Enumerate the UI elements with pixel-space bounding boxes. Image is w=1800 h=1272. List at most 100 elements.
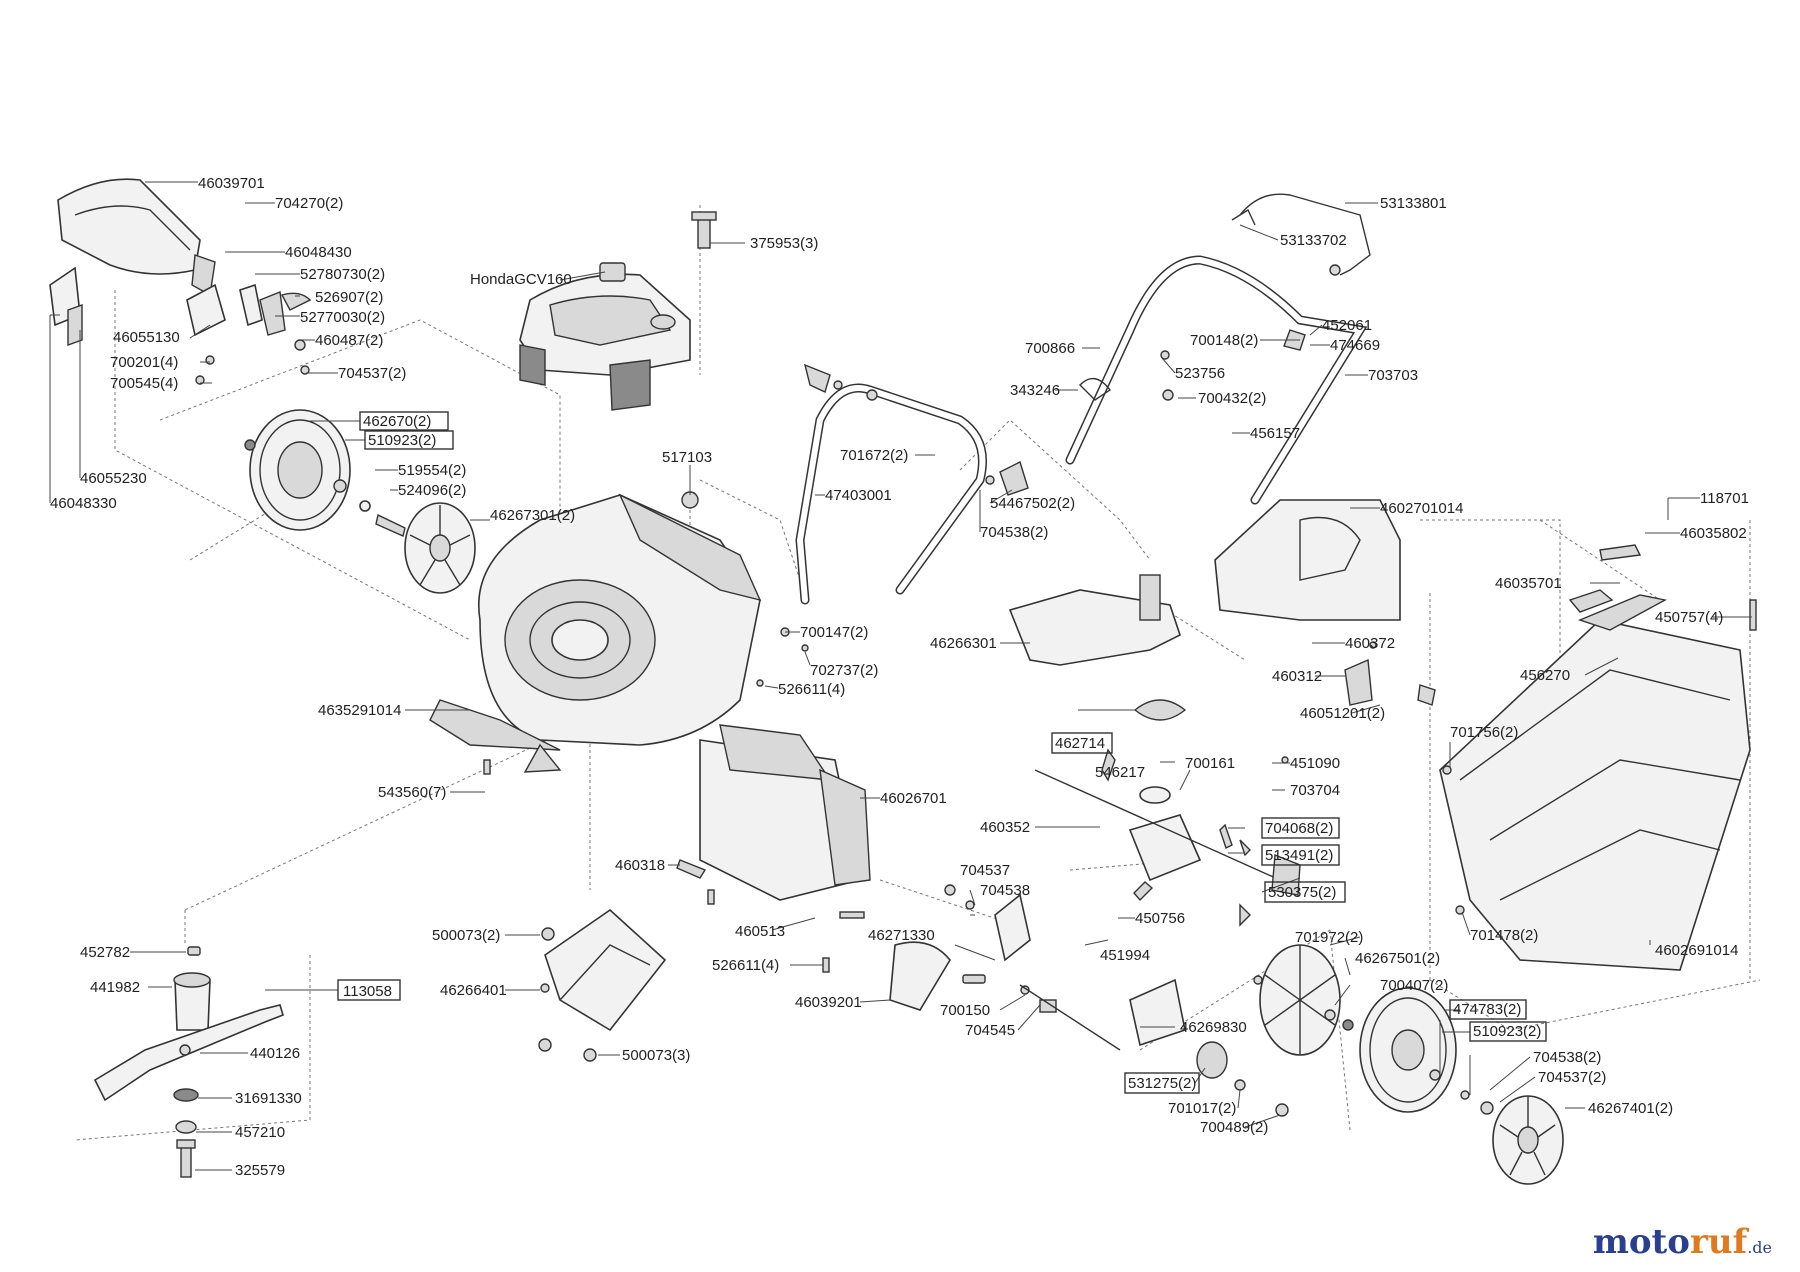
label-500073-b: 500073(3) — [622, 1047, 690, 1064]
label-462714: 462714 — [1055, 735, 1105, 752]
drive-belt — [1133, 699, 1187, 721]
label-519554: 519554(2) — [398, 462, 466, 479]
label-46035802: 46035802 — [1680, 525, 1747, 542]
label-704537-c: 704537(2) — [1538, 1069, 1606, 1086]
label-47403001: 47403001 — [825, 487, 892, 504]
label-452782: 452782 — [80, 944, 130, 961]
label-700150: 700150 — [940, 1002, 990, 1019]
logo-part-moto: moto — [1592, 1222, 1690, 1262]
leader-lines — [49, 181, 1752, 1171]
label-543560: 543560(7) — [378, 784, 446, 801]
mulch-plug — [544, 908, 667, 1032]
label-546217: 546217 — [1095, 764, 1145, 781]
label-704270: 704270(2) — [275, 195, 343, 212]
label-46051201: 46051201(2) — [1300, 705, 1385, 722]
label-700407: 700407(2) — [1380, 977, 1448, 994]
label-460312: 460312 — [1272, 668, 1322, 685]
label-4602701014: 4602701014 — [1380, 500, 1463, 517]
drive-bracket — [994, 893, 1031, 962]
label-440126: 440126 — [250, 1045, 300, 1062]
label-46055130: 46055130 — [113, 329, 180, 346]
grass-catcher — [1439, 619, 1751, 971]
label-31691330: 31691330 — [235, 1090, 302, 1107]
label-460487: 460487(2) — [315, 332, 383, 349]
label-46026701: 46026701 — [880, 790, 947, 807]
label-703703: 703703 — [1368, 367, 1418, 384]
label-46266401: 46266401 — [440, 982, 507, 999]
label-524096: 524096(2) — [398, 482, 466, 499]
label-700161: 700161 — [1185, 755, 1235, 772]
label-700148: 700148(2) — [1190, 332, 1258, 349]
label-700147: 700147(2) — [800, 624, 868, 641]
label-460318: 460318 — [615, 857, 665, 874]
discharge-chute — [1008, 589, 1181, 666]
label-46266301: 46266301 — [930, 635, 997, 652]
label-526611-a: 526611(4) — [778, 681, 845, 698]
label-701972: 701972(2) — [1295, 929, 1363, 946]
label-510923-b: 510923(2) — [1473, 1023, 1541, 1040]
label-46267401: 46267401(2) — [1588, 1100, 1673, 1117]
label-450756: 450756 — [1135, 910, 1185, 927]
label-54467502: 54467502(2) — [990, 495, 1075, 512]
label-462670: 462670(2) — [363, 413, 431, 430]
logo-part-ruf: ruf — [1689, 1222, 1748, 1262]
label-53133702: 53133702 — [1280, 232, 1347, 249]
label-4602691014: 4602691014 — [1655, 942, 1738, 959]
label-46039201: 46039201 — [795, 994, 862, 1011]
label-530375: 530375(2) — [1268, 884, 1336, 901]
grass-box-lid — [1214, 499, 1401, 621]
label-456270: 456270 — [1520, 667, 1570, 684]
label-460372: 460372 — [1345, 635, 1395, 652]
part-number-labels: 46039701 704270(2) 46048430 52780730(2) … — [50, 175, 1749, 1179]
label-452061: 452061 — [1322, 317, 1372, 334]
rear-flap-shape — [57, 178, 201, 275]
label-704537-a: 704537(2) — [338, 365, 406, 382]
label-517103: 517103 — [662, 449, 712, 466]
label-460513: 460513 — [735, 923, 785, 940]
label-457210: 457210 — [235, 1124, 285, 1141]
label-53133801: 53133801 — [1380, 195, 1447, 212]
label-701672: 701672(2) — [840, 447, 908, 464]
label-343246: 343246 — [1010, 382, 1060, 399]
label-46048430: 46048430 — [285, 244, 352, 261]
label-46271330: 46271330 — [868, 927, 935, 944]
label-4635291014: 4635291014 — [318, 702, 401, 719]
label-700545: 700545(4) — [110, 375, 178, 392]
label-526611-b: 526611(4) — [712, 957, 779, 974]
label-513491: 513491(2) — [1265, 847, 1333, 864]
label-52780730: 52780730(2) — [300, 266, 385, 283]
gearbox — [1128, 814, 1202, 882]
label-701017: 701017(2) — [1168, 1100, 1236, 1117]
label-375953: 375953(3) — [750, 235, 818, 252]
label-46048330: 46048330 — [50, 495, 117, 512]
label-702737: 702737(2) — [810, 662, 878, 679]
label-701756: 701756(2) — [1450, 724, 1518, 741]
label-46267301: 46267301(2) — [490, 507, 575, 524]
label-460352: 460352 — [980, 819, 1030, 836]
label-456157: 456157 — [1250, 425, 1300, 442]
label-46055230: 46055230 — [80, 470, 147, 487]
label-701478: 701478(2) — [1470, 927, 1538, 944]
label-46035701: 46035701 — [1495, 575, 1562, 592]
label-450757: 450757(4) — [1655, 609, 1723, 626]
label-700201: 700201(4) — [110, 354, 178, 371]
motoruf-logo: motoruf.de — [1593, 1222, 1772, 1262]
label-704537-b: 704537 — [960, 862, 1010, 879]
label-46269830: 46269830 — [1180, 1019, 1247, 1036]
label-46039701: 46039701 — [198, 175, 265, 192]
label-451994: 451994 — [1100, 947, 1150, 964]
label-451090: 451090 — [1290, 755, 1340, 772]
label-474783: 474783(2) — [1453, 1001, 1521, 1018]
label-325579: 325579 — [235, 1162, 285, 1179]
label-441982: 441982 — [90, 979, 140, 996]
label-46267501: 46267501(2) — [1355, 950, 1440, 967]
label-704538-c: 704538(2) — [1533, 1049, 1601, 1066]
label-531275: 531275(2) — [1128, 1075, 1196, 1092]
label-526907: 526907(2) — [315, 289, 383, 306]
label-honda-gcv160: HondaGCV160 — [470, 271, 572, 288]
label-704538-b: 704538 — [980, 882, 1030, 899]
label-703704: 703704 — [1290, 782, 1340, 799]
label-704545: 704545 — [965, 1022, 1015, 1039]
part-drawings — [49, 178, 1757, 1185]
